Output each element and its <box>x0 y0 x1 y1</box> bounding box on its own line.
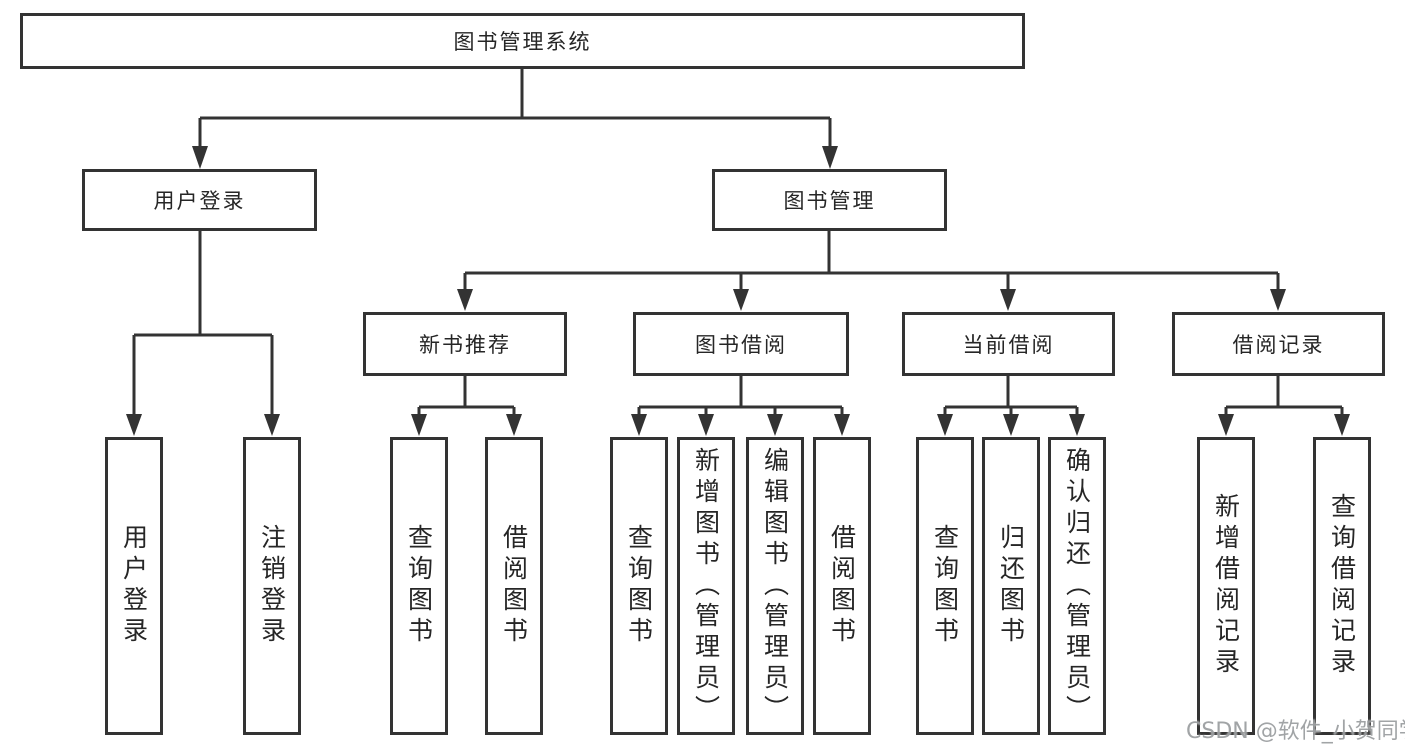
node-current-borrowing: 当前借阅 <box>902 312 1115 376</box>
node-label: 新书推荐 <box>419 333 511 357</box>
leaf-user-login: 用户登录 <box>105 437 163 735</box>
leaf-label: 借阅图书 <box>827 524 857 648</box>
node-book-borrowing: 图书借阅 <box>633 312 849 376</box>
leaf-label: 新增借阅记录 <box>1211 493 1241 679</box>
leaf-borrow-books-recommend: 借阅图书 <box>485 437 543 735</box>
leaf-logout: 注销登录 <box>243 437 301 735</box>
leaf-label: 查询图书 <box>624 524 654 648</box>
node-new-book-recommend: 新书推荐 <box>363 312 567 376</box>
node-label: 用户登录 <box>153 189 246 213</box>
leaf-label: 查询图书 <box>404 524 434 648</box>
leaf-return-books: 归还图书 <box>982 437 1040 735</box>
node-book-management: 图书管理 <box>712 169 947 231</box>
leaf-label: 用户登录 <box>119 524 149 648</box>
leaf-confirm-return-admin: 确认归还（管理员） <box>1048 437 1106 735</box>
leaf-label: 新增图书（管理员） <box>691 446 721 726</box>
node-library-management-system: 图书管理系统 <box>20 13 1025 69</box>
leaf-label: 编辑图书（管理员） <box>760 446 790 726</box>
leaf-label: 查询借阅记录 <box>1327 493 1357 679</box>
leaf-add-borrow-record: 新增借阅记录 <box>1197 437 1255 735</box>
leaf-label: 注销登录 <box>257 524 287 648</box>
leaf-label: 归还图书 <box>996 524 1026 648</box>
leaf-borrow-books: 借阅图书 <box>813 437 871 735</box>
node-label: 图书管理 <box>783 189 876 213</box>
leaf-edit-books-admin: 编辑图书（管理员） <box>746 437 804 735</box>
leaf-add-books-admin: 新增图书（管理员） <box>677 437 735 735</box>
leaf-label: 查询图书 <box>930 524 960 648</box>
leaf-query-borrow-record: 查询借阅记录 <box>1313 437 1371 735</box>
node-label: 图书借阅 <box>695 333 787 357</box>
node-label: 当前借阅 <box>962 333 1055 357</box>
node-label: 图书管理系统 <box>453 30 592 54</box>
leaf-label: 确认归还（管理员） <box>1062 446 1092 726</box>
arrowheads <box>126 146 1350 436</box>
leaf-query-books-borrowing: 查询图书 <box>610 437 668 735</box>
leaf-label: 借阅图书 <box>499 524 529 648</box>
node-borrowing-records: 借阅记录 <box>1172 312 1385 376</box>
node-label: 借阅记录 <box>1232 333 1325 357</box>
leaf-query-books-current: 查询图书 <box>916 437 974 735</box>
node-user-login: 用户登录 <box>82 169 317 231</box>
leaf-query-books-recommend: 查询图书 <box>390 437 448 735</box>
csdn-watermark: CSDN @软件_小贺同学 <box>1186 719 1405 744</box>
